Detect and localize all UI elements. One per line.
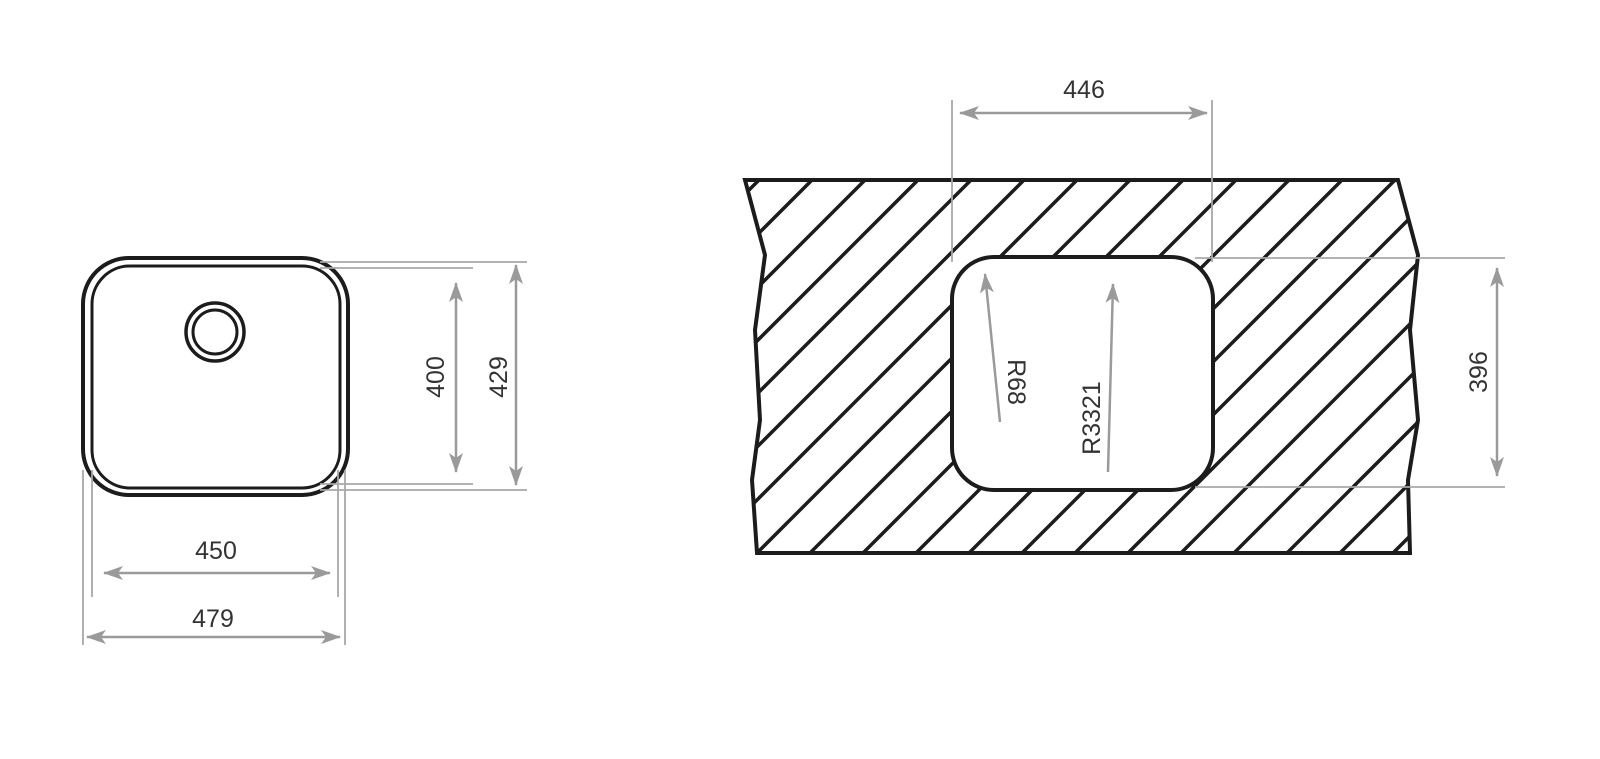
- dimension-479-label: 479: [192, 605, 234, 633]
- radius-r68-arrow: [979, 273, 1002, 423]
- hatch-line: [745, 180, 1079, 553]
- hatch-line: [1099, 180, 1418, 553]
- dimension-429-label: 429: [485, 356, 513, 398]
- radius-r3321-label: R3321: [1078, 381, 1106, 455]
- sink-outer-rim: [81, 256, 350, 497]
- hatch-line: [745, 180, 761, 553]
- countertop-hatching: [200, 180, 1418, 580]
- radius-r68-label: R68: [1002, 359, 1030, 405]
- dimension-400-label: 400: [422, 356, 450, 398]
- hatch-line: [253, 180, 653, 580]
- countertop-outline: [742, 178, 1421, 555]
- dimension-450-label: 450: [195, 537, 237, 565]
- hatch-line: [1417, 180, 1418, 553]
- sink-inner-bowl: [90, 264, 342, 490]
- hatch-line: [745, 180, 1026, 553]
- sink-top-view: 450 479 400 429: [81, 256, 527, 645]
- cutout-outline: [950, 255, 1215, 492]
- hatch-line: [1152, 180, 1418, 553]
- drain-outer-icon: [184, 301, 246, 363]
- dimension-396-label: 396: [1465, 351, 1493, 393]
- hatch-line: [200, 180, 600, 580]
- hatch-line: [745, 180, 867, 553]
- hatch-line: [745, 180, 973, 553]
- radius-r3321-arrow: [1105, 283, 1120, 473]
- hatch-line: [1311, 180, 1418, 553]
- extension-lines: [82, 261, 527, 645]
- dimension-446-label: 446: [1063, 76, 1105, 104]
- hatch-line: [745, 180, 1132, 553]
- drain-inner-icon: [191, 308, 239, 356]
- hatch-line: [745, 180, 920, 553]
- hatch-line: [1258, 180, 1418, 553]
- extension-lines: [951, 100, 1505, 488]
- countertop-cutout-view: 446 396 R68 R3321: [200, 76, 1505, 580]
- hatch-line: [1046, 180, 1418, 553]
- hatch-line: [745, 180, 814, 553]
- hatch-line: [1205, 180, 1418, 553]
